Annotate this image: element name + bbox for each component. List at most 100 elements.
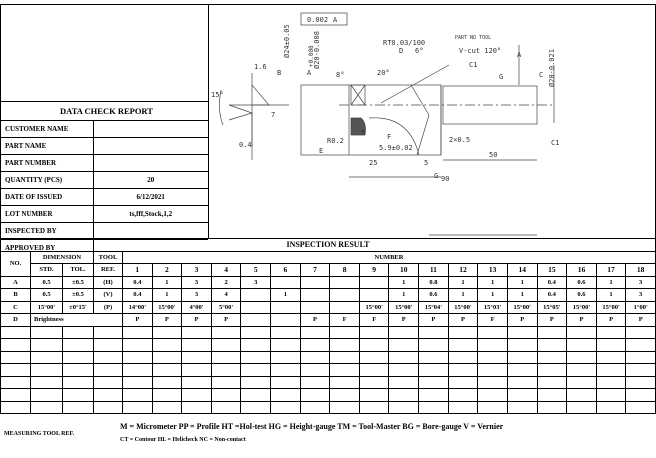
empty-cell bbox=[181, 375, 212, 389]
empty-cell bbox=[299, 363, 331, 377]
empty-cell bbox=[122, 325, 153, 339]
technical-drawing: 1.6 15° 7 0.4 B Ø24±0.05 A +0.008 Ø20-0.… bbox=[209, 5, 655, 237]
dim-5b: 5 bbox=[424, 159, 428, 167]
measured-value: 15°00' bbox=[447, 300, 479, 314]
empty-cell bbox=[418, 375, 449, 389]
empty-cell bbox=[418, 363, 449, 377]
measured-value: 1 bbox=[151, 288, 183, 302]
measured-value: 2 bbox=[210, 275, 242, 289]
measured-value: 0.4 bbox=[536, 288, 568, 302]
empty-cell bbox=[418, 338, 449, 352]
empty-cell bbox=[595, 388, 627, 402]
report-title: DATA CHECK REPORT bbox=[1, 101, 208, 121]
measured-value bbox=[270, 275, 301, 289]
measured-value: 15°05' bbox=[536, 300, 568, 314]
empty-cell bbox=[566, 325, 597, 339]
empty-cell bbox=[506, 363, 538, 377]
angle-20: 20° bbox=[377, 69, 390, 77]
datum-a: A bbox=[517, 51, 522, 59]
measured-value bbox=[358, 288, 390, 302]
measured-value bbox=[270, 300, 301, 314]
empty-cell bbox=[240, 375, 272, 389]
finish-g: G bbox=[499, 73, 503, 81]
empty-cell bbox=[358, 338, 390, 352]
empty-cell bbox=[388, 375, 420, 389]
empty-cell bbox=[477, 325, 508, 339]
info-label: CUSTOMER NAME bbox=[1, 120, 93, 138]
empty-cell bbox=[506, 338, 538, 352]
drawing-svg bbox=[219, 12, 555, 236]
empty-cell bbox=[536, 363, 568, 377]
measured-value: 1 bbox=[388, 288, 420, 302]
measured-value: 1°00' bbox=[625, 300, 656, 314]
empty-cell bbox=[447, 375, 479, 389]
empty-cell bbox=[506, 388, 538, 402]
measured-value: 15°03' bbox=[477, 300, 508, 314]
sample-number: 5 bbox=[240, 263, 272, 277]
measured-value: 1 bbox=[447, 275, 479, 289]
empty-cell bbox=[151, 388, 183, 402]
measured-value: P bbox=[595, 313, 627, 327]
callout-f: F bbox=[387, 133, 391, 141]
empty-cell bbox=[270, 350, 301, 364]
empty-row bbox=[0, 338, 656, 352]
empty-cell bbox=[447, 363, 479, 377]
row-std: 15°00' bbox=[30, 300, 63, 314]
info-row: CUSTOMER NAME bbox=[1, 120, 208, 138]
empty-cell bbox=[566, 400, 597, 414]
empty-cell bbox=[299, 388, 331, 402]
sample-number: 14 bbox=[506, 263, 538, 277]
empty-cell bbox=[270, 338, 301, 352]
measured-value bbox=[299, 300, 331, 314]
empty-row bbox=[0, 325, 656, 339]
sample-number: 1 bbox=[122, 263, 153, 277]
empty-cell bbox=[62, 375, 94, 389]
empty-row bbox=[0, 388, 656, 402]
empty-cell bbox=[625, 375, 656, 389]
empty-cell bbox=[329, 363, 360, 377]
empty-cell bbox=[506, 350, 538, 364]
empty-cell bbox=[210, 338, 242, 352]
header-no: NO. bbox=[0, 250, 31, 277]
empty-cell bbox=[151, 325, 183, 339]
measured-value: 15°00' bbox=[358, 300, 390, 314]
empty-cell bbox=[536, 338, 568, 352]
info-label: PART NAME bbox=[1, 137, 93, 155]
empty-cell bbox=[595, 325, 627, 339]
info-label: LOT NUMBER bbox=[1, 205, 93, 223]
sample-number: 18 bbox=[625, 263, 656, 277]
empty-cell bbox=[358, 350, 390, 364]
empty-cell bbox=[595, 338, 627, 352]
sample-number: 7 bbox=[299, 263, 331, 277]
empty-cell bbox=[595, 375, 627, 389]
measured-value: 0.6 bbox=[566, 275, 597, 289]
empty-cell bbox=[477, 375, 508, 389]
angle-8: 8° bbox=[336, 71, 344, 79]
empty-cell bbox=[270, 375, 301, 389]
row-tol: ±0.5 bbox=[62, 288, 94, 302]
empty-cell bbox=[536, 350, 568, 364]
row-no: C bbox=[0, 300, 31, 314]
measured-value bbox=[299, 288, 331, 302]
empty-cell bbox=[62, 388, 94, 402]
empty-cell bbox=[566, 338, 597, 352]
empty-cell bbox=[240, 400, 272, 414]
measured-value: P bbox=[506, 313, 538, 327]
empty-cell bbox=[210, 375, 242, 389]
measured-value: 15°00' bbox=[506, 300, 538, 314]
measured-value: 4°00' bbox=[181, 300, 212, 314]
info-label: PART NUMBER bbox=[1, 154, 93, 172]
header-tool: TOOL bbox=[93, 250, 123, 264]
empty-cell bbox=[388, 400, 420, 414]
empty-cell bbox=[506, 375, 538, 389]
callout-d: D bbox=[399, 47, 403, 55]
empty-cell bbox=[595, 350, 627, 364]
empty-cell bbox=[270, 400, 301, 414]
empty-cell bbox=[477, 363, 508, 377]
empty-cell bbox=[122, 388, 153, 402]
radius-r02: R0.2 bbox=[327, 137, 344, 145]
measured-value: 1 bbox=[506, 288, 538, 302]
empty-cell bbox=[625, 400, 656, 414]
tool-legend-line2: CT = Contour HL = Helicheck NC = Non-con… bbox=[120, 437, 246, 443]
